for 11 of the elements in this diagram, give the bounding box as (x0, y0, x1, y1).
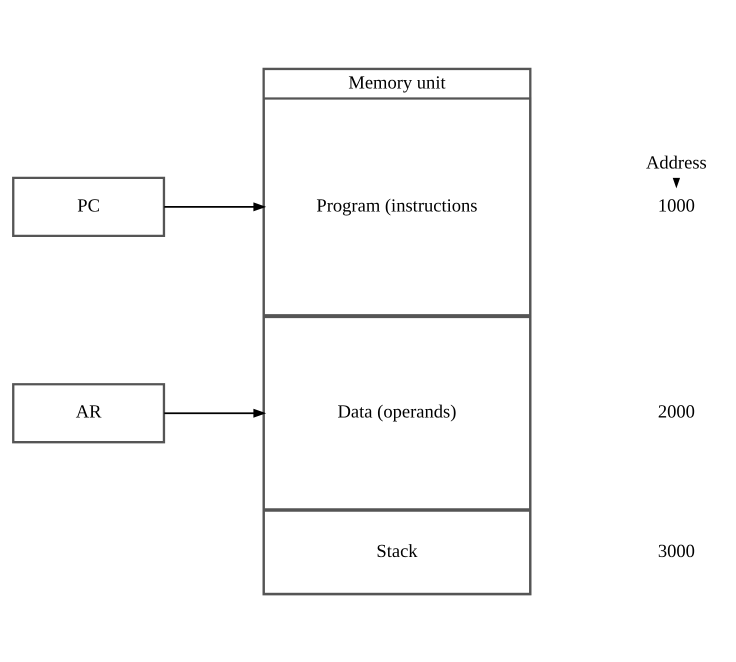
arrow (164, 202, 266, 211)
node-box: PC (12, 176, 166, 237)
label: Address (646, 152, 707, 173)
node-box: Data (operands) (262, 315, 532, 510)
node-box: Program (instructions (262, 96, 532, 316)
node-box: Stack (262, 508, 532, 595)
node-box: AR (12, 382, 166, 443)
label: 3000 (658, 540, 695, 562)
label: 2000 (658, 401, 695, 422)
arrow (164, 408, 266, 418)
label: 1000 (658, 194, 695, 216)
